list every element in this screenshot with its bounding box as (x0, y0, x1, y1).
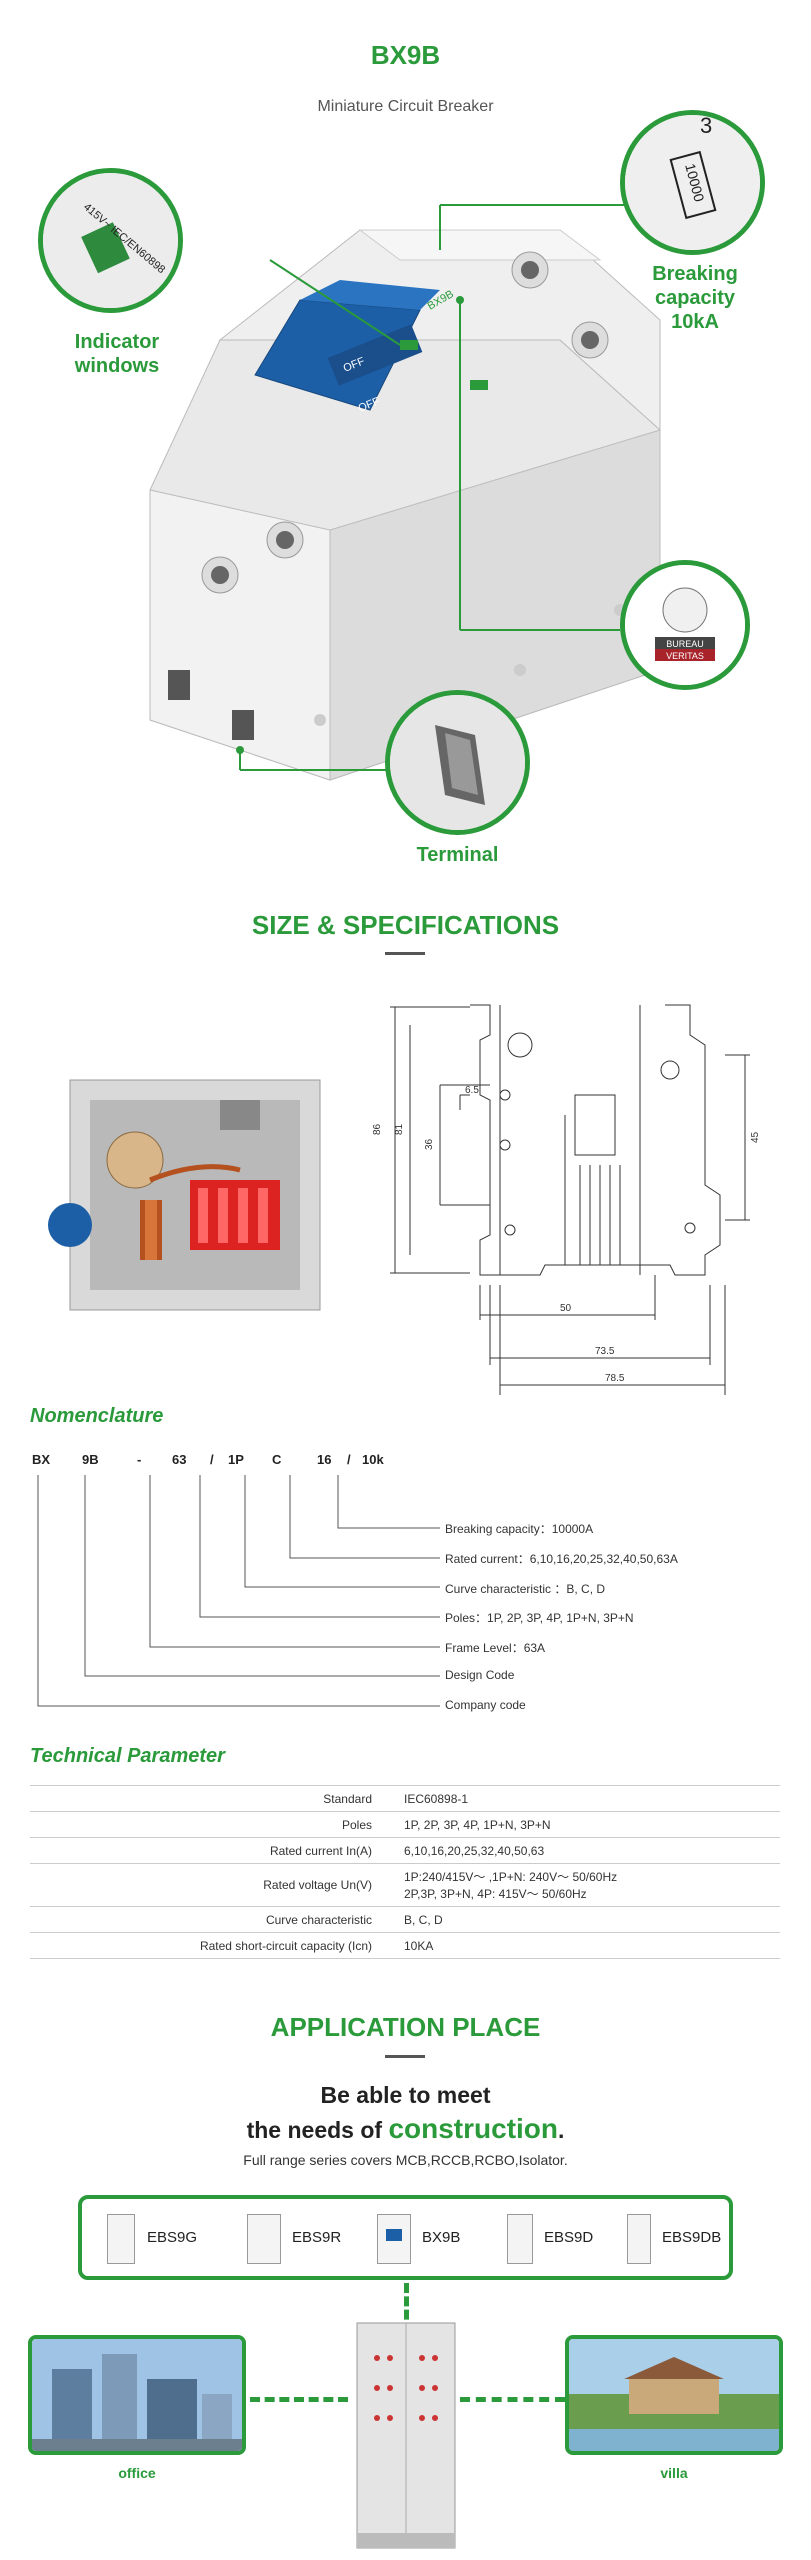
indicator-label-line2: windows (74, 355, 160, 377)
application-line1: Be able to meet (320, 2082, 491, 2108)
office-photo (28, 2335, 246, 2455)
breaking-zoom-circle: 10000 3 (620, 110, 765, 255)
size-spec-title: SIZE & SPECIFICATIONS (251, 910, 560, 940)
table-row: Rated current In(A) 6,10,16,20,25,32,40,… (30, 1837, 780, 1864)
tp-key-icn: Rated short-circuit capacity (Icn) (30, 1932, 390, 1959)
nomenclature-breaking-capacity: Breaking capacity：10000A (445, 1522, 594, 1536)
tp-val-curve: B, C, D (390, 1906, 780, 1933)
application-line2: the needs of construction. (0, 2113, 811, 2145)
code-part-10k: 10k (362, 1452, 384, 1467)
distribution-cabinet-image (356, 2322, 456, 2549)
technical-table: Standard IEC60898-1 Poles 1P, 2P, 3P, 4P… (30, 1785, 780, 1959)
tp-key-standard: Standard (30, 1785, 390, 1812)
code-part-63: 63 (172, 1452, 187, 1467)
tp-key-current: Rated current In(A) (30, 1837, 390, 1864)
code-part-dash: - (137, 1452, 142, 1467)
product-label-ebs9r: EBS9R (292, 2229, 342, 2246)
dim-45: 45 (750, 1131, 761, 1143)
product-thumb-ebs9db (627, 2214, 651, 2264)
product-range-box: EBS9G EBS9R BX9B EBS9D EBS9DB (78, 2195, 733, 2280)
indicator-callout-label: Indicator windows (52, 330, 182, 378)
tp-val-voltage: 1P:240/415V～ ,1P+N: 240V～ 50/60Hz 2P,3P,… (390, 1863, 780, 1907)
tp-val-voltage-line1: 1P:240/415V～ ,1P+N: 240V～ 50/60Hz (404, 1870, 618, 1884)
application-line3: Full range series covers MCB,RCCB,RCBO,I… (243, 2152, 568, 2168)
terminal-callout-label: Terminal (416, 844, 499, 866)
product-label-ebs9g: EBS9G (147, 2229, 198, 2246)
zoom-right-small: 3 (700, 115, 712, 138)
nomenclature-company-code: Company code (445, 1698, 526, 1712)
indicator-label-line1: Indicator (74, 331, 160, 353)
breaking-label-line2: capacity (654, 287, 736, 309)
tp-key-curve: Curve characteristic (30, 1906, 390, 1933)
application-title: APPLICATION PLACE (270, 2012, 541, 2042)
villa-photo (565, 2335, 783, 2455)
connector-vertical (404, 2283, 409, 2333)
tp-val-standard: IEC60898-1 (390, 1785, 780, 1812)
nomenclature-rated-current: Rated current：6,10,16,20,25,32,40,50,63A (445, 1552, 678, 1566)
table-row: Rated voltage Un(V) 1P:240/415V～ ,1P+N: … (30, 1863, 780, 1907)
technical-title: Technical Parameter (30, 1745, 225, 1767)
size-spec-divider (385, 952, 425, 955)
product-thumb-bx9b (377, 2214, 411, 2264)
breaking-callout-label: Breaking capacity 10kA (625, 262, 765, 334)
nomenclature-frame-level: Frame Level：63A (445, 1641, 546, 1655)
table-row: Standard IEC60898-1 (30, 1785, 780, 1812)
code-part-bx: BX (32, 1452, 51, 1467)
product-hero-illustration: OFF OFF BX9B (149, 204, 661, 781)
certification-circle: BUREAU VERITAS (620, 560, 750, 690)
code-part-16: 16 (317, 1452, 332, 1467)
page-title: BX9B (370, 40, 441, 70)
product-thumb-ebs9d (507, 2214, 533, 2264)
dim-6-5: 6.5 (465, 1085, 479, 1096)
code-part-9b: 9B (82, 1452, 99, 1467)
nomenclature-code: BX 9B - 63 / 1P C 16 / 10k (32, 1452, 412, 1472)
dimension-drawing: 86 81 36 6.5 45 50 73.5 78.5 (372, 1004, 761, 1395)
code-part-slash2: / (347, 1452, 351, 1467)
table-row: Poles 1P, 2P, 3P, 4P, 1P+N, 3P+N (30, 1811, 780, 1838)
nomenclature-design-code: Design Code (445, 1668, 515, 1682)
tp-val-icn: 10KA (390, 1932, 780, 1959)
villa-label: villa (660, 2465, 688, 2481)
tp-key-poles: Poles (30, 1811, 390, 1838)
product-label-ebs9db: EBS9DB (662, 2229, 722, 2246)
product-label-bx9b: BX9B (422, 2229, 461, 2246)
connector-right (460, 2397, 565, 2402)
office-label: office (118, 2465, 156, 2481)
dim-36: 36 (424, 1138, 435, 1150)
page-subtitle: Miniature Circuit Breaker (317, 98, 494, 115)
code-part-1p: 1P (228, 1452, 244, 1467)
dim-86: 86 (372, 1123, 383, 1135)
table-row: Rated short-circuit capacity (Icn) 10KA (30, 1932, 780, 1959)
bureau-text: BUREAU (666, 639, 704, 649)
product-thumb-ebs9r (247, 2214, 281, 2264)
code-part-slash1: / (210, 1452, 214, 1467)
nomenclature-curve: Curve characteristic ：B, C, D (445, 1582, 606, 1596)
product-thumb-ebs9g (107, 2214, 135, 2264)
internal-structure-image (48, 1079, 321, 1311)
table-row: Curve characteristic B, C, D (30, 1906, 780, 1933)
connector-left (250, 2397, 348, 2402)
dim-78-5: 78.5 (605, 1373, 625, 1384)
application-line2-highlight: construction (388, 2113, 559, 2144)
nomenclature-leader-lines (37, 1475, 440, 1707)
veritas-text: VERITAS (666, 651, 704, 661)
application-divider (385, 2055, 425, 2058)
dim-81: 81 (394, 1123, 405, 1135)
tp-val-current: 6,10,16,20,25,32,40,50,63 (390, 1837, 780, 1864)
tp-val-poles: 1P, 2P, 3P, 4P, 1P+N, 3P+N (390, 1811, 780, 1838)
breaking-label-line3: 10kA (671, 311, 719, 333)
nomenclature-title: Nomenclature (30, 1405, 164, 1427)
tp-key-voltage: Rated voltage Un(V) (30, 1863, 390, 1907)
dim-73-5: 73.5 (595, 1346, 615, 1357)
tp-val-voltage-line2: 2P,3P, 3P+N, 4P: 415V～ 50/60Hz (404, 1887, 587, 1901)
application-line2-a: the needs of (246, 2117, 389, 2143)
application-line2-c: . (558, 2117, 565, 2143)
nomenclature-poles: Poles：1P, 2P, 3P, 4P, 1P+N, 3P+N (445, 1611, 634, 1625)
indicator-zoom-circle: 415V~ IEC/EN60898 (38, 168, 183, 313)
breaking-label-line1: Breaking (652, 263, 738, 285)
dim-50: 50 (560, 1303, 572, 1314)
code-part-c: C (272, 1452, 282, 1467)
product-label-ebs9d: EBS9D (544, 2229, 594, 2246)
terminal-zoom-circle (385, 690, 530, 835)
